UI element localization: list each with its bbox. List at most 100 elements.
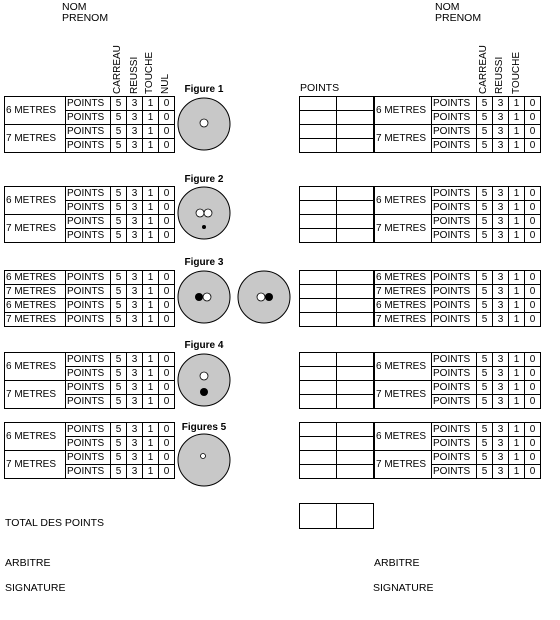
points-entry-cell[interactable] — [336, 214, 374, 229]
score-cell[interactable]: 3 — [126, 284, 143, 299]
points-entry-cell[interactable] — [299, 228, 337, 243]
score-cell[interactable]: 5 — [476, 298, 493, 313]
score-cell[interactable]: 1 — [142, 186, 159, 201]
score-cell[interactable]: 0 — [524, 186, 541, 201]
score-cell[interactable]: 5 — [476, 422, 493, 437]
score-cell[interactable]: 1 — [508, 96, 525, 111]
score-cell[interactable]: 5 — [476, 312, 493, 327]
score-cell[interactable]: 0 — [524, 298, 541, 313]
score-cell[interactable]: 0 — [524, 366, 541, 381]
score-cell[interactable]: 0 — [158, 464, 175, 479]
score-cell[interactable]: 5 — [476, 200, 493, 215]
points-entry-cell[interactable] — [336, 270, 374, 285]
points-entry-cell[interactable] — [336, 422, 374, 437]
score-cell[interactable]: 1 — [508, 200, 525, 215]
score-cell[interactable]: 3 — [126, 96, 143, 111]
score-cell[interactable]: 3 — [492, 200, 509, 215]
points-entry-cell[interactable] — [299, 284, 337, 299]
score-cell[interactable]: 3 — [492, 96, 509, 111]
score-cell[interactable]: 5 — [110, 394, 127, 409]
points-entry-cell[interactable] — [299, 436, 337, 451]
score-cell[interactable]: 5 — [476, 284, 493, 299]
score-cell[interactable]: 0 — [158, 214, 175, 229]
score-cell[interactable]: 3 — [126, 200, 143, 215]
points-entry-cell[interactable] — [299, 96, 337, 111]
score-cell[interactable]: 3 — [492, 284, 509, 299]
score-cell[interactable]: 1 — [508, 214, 525, 229]
score-cell[interactable]: 1 — [142, 366, 159, 381]
score-cell[interactable]: 1 — [142, 394, 159, 409]
score-cell[interactable]: 3 — [492, 422, 509, 437]
points-entry-cell[interactable] — [299, 422, 337, 437]
score-cell[interactable]: 3 — [126, 298, 143, 313]
score-cell[interactable]: 3 — [126, 450, 143, 465]
points-entry-cell[interactable] — [336, 366, 374, 381]
points-entry-cell[interactable] — [299, 366, 337, 381]
score-cell[interactable]: 5 — [476, 110, 493, 125]
score-cell[interactable]: 0 — [524, 96, 541, 111]
score-cell[interactable]: 1 — [142, 312, 159, 327]
score-cell[interactable]: 0 — [158, 110, 175, 125]
score-cell[interactable]: 0 — [158, 352, 175, 367]
score-cell[interactable]: 1 — [508, 436, 525, 451]
score-cell[interactable]: 3 — [126, 464, 143, 479]
points-entry-cell[interactable] — [336, 450, 374, 465]
score-cell[interactable]: 3 — [126, 436, 143, 451]
score-cell[interactable]: 0 — [158, 312, 175, 327]
score-cell[interactable]: 5 — [110, 436, 127, 451]
score-cell[interactable]: 1 — [142, 422, 159, 437]
points-entry-cell[interactable] — [299, 110, 337, 125]
score-cell[interactable]: 0 — [158, 394, 175, 409]
score-cell[interactable]: 5 — [476, 96, 493, 111]
score-cell[interactable]: 3 — [492, 110, 509, 125]
score-cell[interactable]: 1 — [508, 284, 525, 299]
points-entry-cell[interactable] — [336, 138, 374, 153]
score-cell[interactable]: 1 — [142, 228, 159, 243]
total-points-box[interactable] — [299, 503, 374, 529]
score-cell[interactable]: 3 — [126, 110, 143, 125]
score-cell[interactable]: 0 — [158, 436, 175, 451]
points-entry-cell[interactable] — [299, 138, 337, 153]
points-entry-cell[interactable] — [336, 394, 374, 409]
score-cell[interactable]: 3 — [492, 394, 509, 409]
score-cell[interactable]: 1 — [142, 284, 159, 299]
points-entry-cell[interactable] — [336, 380, 374, 395]
points-entry-cell[interactable] — [299, 214, 337, 229]
score-cell[interactable]: 3 — [492, 228, 509, 243]
score-cell[interactable]: 0 — [524, 422, 541, 437]
score-cell[interactable]: 3 — [492, 464, 509, 479]
score-cell[interactable]: 5 — [110, 380, 127, 395]
score-cell[interactable]: 1 — [508, 422, 525, 437]
score-cell[interactable]: 0 — [524, 270, 541, 285]
score-cell[interactable]: 0 — [524, 464, 541, 479]
score-cell[interactable]: 1 — [142, 270, 159, 285]
score-cell[interactable]: 1 — [508, 186, 525, 201]
score-cell[interactable]: 3 — [126, 394, 143, 409]
score-cell[interactable]: 3 — [492, 366, 509, 381]
score-cell[interactable]: 3 — [492, 124, 509, 139]
score-cell[interactable]: 3 — [492, 436, 509, 451]
score-cell[interactable]: 0 — [158, 228, 175, 243]
score-cell[interactable]: 5 — [476, 464, 493, 479]
score-cell[interactable]: 5 — [110, 110, 127, 125]
score-cell[interactable]: 0 — [524, 214, 541, 229]
score-cell[interactable]: 5 — [110, 312, 127, 327]
score-cell[interactable]: 5 — [110, 422, 127, 437]
score-cell[interactable]: 1 — [508, 380, 525, 395]
score-cell[interactable]: 3 — [492, 352, 509, 367]
score-cell[interactable]: 5 — [110, 228, 127, 243]
score-cell[interactable]: 0 — [524, 352, 541, 367]
score-cell[interactable]: 1 — [508, 228, 525, 243]
points-entry-cell[interactable] — [336, 352, 374, 367]
score-cell[interactable]: 5 — [476, 436, 493, 451]
score-cell[interactable]: 0 — [524, 200, 541, 215]
score-cell[interactable]: 5 — [110, 214, 127, 229]
score-cell[interactable]: 0 — [524, 436, 541, 451]
points-entry-cell[interactable] — [299, 124, 337, 139]
score-cell[interactable]: 1 — [142, 298, 159, 313]
score-cell[interactable]: 1 — [142, 96, 159, 111]
points-entry-cell[interactable] — [336, 298, 374, 313]
score-cell[interactable]: 3 — [126, 422, 143, 437]
score-cell[interactable]: 5 — [110, 124, 127, 139]
score-cell[interactable]: 5 — [476, 450, 493, 465]
